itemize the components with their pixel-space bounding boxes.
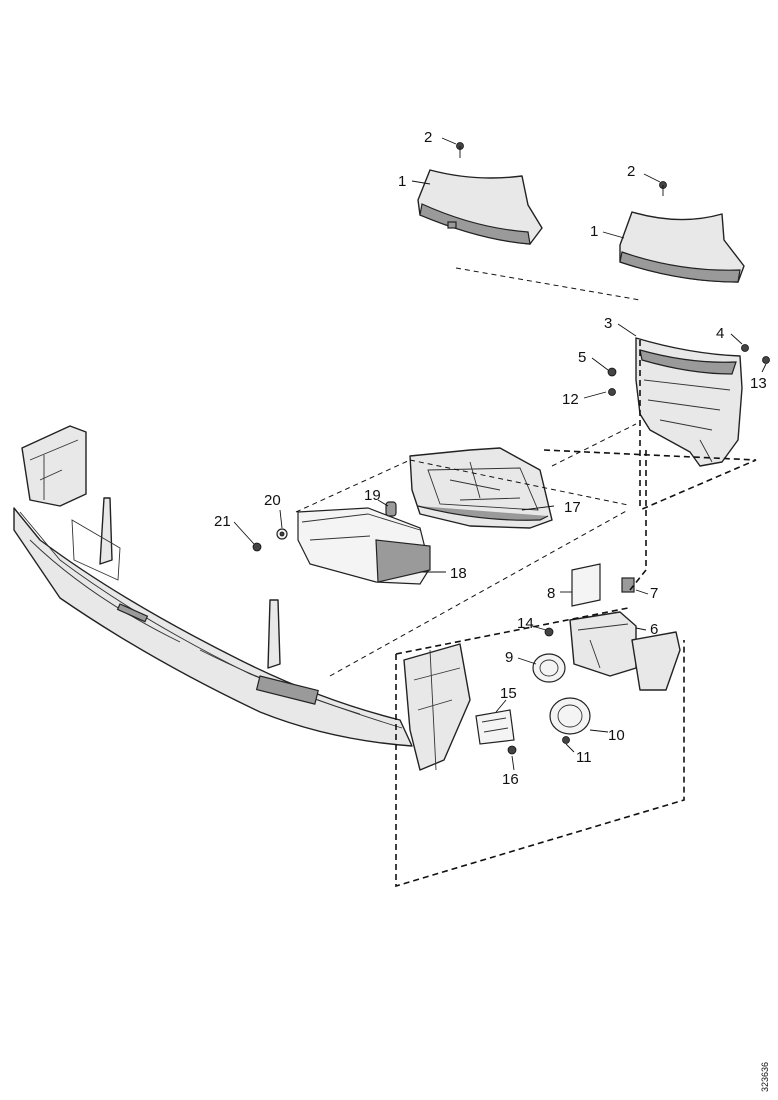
callout-21: 21 [214,513,231,530]
part-20-connector [276,528,288,540]
washer-5 [607,367,617,377]
part-3-bracket-right [635,337,743,467]
bolt-11 [562,736,570,744]
callout-13: 13 [750,375,767,392]
callout-8: 8 [547,585,555,602]
nut-16 [507,745,517,755]
reference-number: 323636 [760,1062,770,1092]
bumper-carrier [13,425,413,747]
part-7-clip [621,577,635,593]
callout-7: 7 [650,585,658,602]
dash-line-assembly-lower [395,607,685,888]
leader-lines [233,137,767,771]
callout-12: 12 [562,391,579,408]
part-10-lamp [549,697,591,735]
dash-line-assembly-upper [543,340,757,591]
part-18-block [297,507,431,585]
dash-line-assembly-mid [295,459,629,677]
callout-9: 9 [505,649,513,666]
part-8-bracket [571,563,601,607]
callout-2a: 2 [424,129,432,146]
part-6-mount [569,611,681,691]
callout-14: 14 [517,615,534,632]
part-9-lamp [532,653,566,683]
part-15-plate [475,709,515,745]
callout-3: 3 [604,315,612,332]
lower-bracket-left [403,643,471,771]
callout-1b: 1 [590,223,598,240]
callout-20: 20 [264,492,281,509]
callout-6: 6 [650,621,658,638]
callout-2b: 2 [627,163,635,180]
callout-18: 18 [450,565,467,582]
callout-1a: 1 [398,173,406,190]
callout-4: 4 [716,325,724,342]
part-17-housing [409,447,553,529]
dash-line-covers [455,267,641,301]
callout-labels: 2 1 2 1 3 4 5 12 13 17 18 19 20 21 7 8 6… [214,129,767,788]
callout-10: 10 [608,727,625,744]
nut-13 [762,356,770,364]
dash-line-bolt-12 [551,423,637,467]
bolt-14 [544,627,554,637]
part-1-cover-left [417,169,543,245]
bolt-21 [252,542,262,552]
callout-5: 5 [578,349,586,366]
callout-11: 11 [576,749,592,766]
callout-16: 16 [502,771,519,788]
bolt-2-left [456,142,464,158]
part-1-cover-right [619,211,745,283]
callout-15: 15 [500,685,517,702]
bolt-12 [608,388,616,396]
callout-17: 17 [564,499,581,516]
clip-19 [385,501,397,517]
bolt-2-right [659,181,667,196]
nut-4 [741,344,749,352]
callout-19: 19 [364,487,381,504]
